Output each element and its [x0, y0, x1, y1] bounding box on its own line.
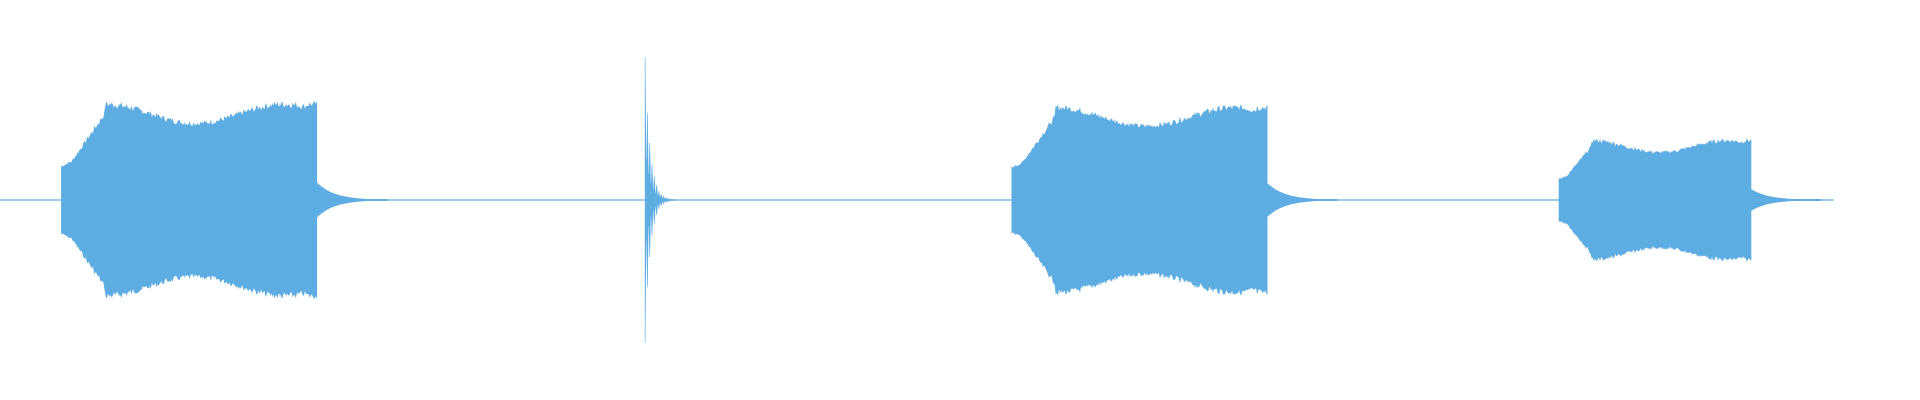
- waveform-decay-tails: [316, 182, 1821, 218]
- waveform-segment-burst-1: [61, 101, 318, 299]
- waveform-tail-burst-1: [316, 182, 387, 218]
- waveform-segment-burst-4: [1558, 138, 1752, 262]
- waveform-segment-burst-3: [1011, 104, 1268, 296]
- waveform-segment-burst-2: [644, 57, 677, 343]
- waveform-tail-burst-3: [1267, 182, 1338, 218]
- waveform-tail-burst-4: [1751, 189, 1821, 211]
